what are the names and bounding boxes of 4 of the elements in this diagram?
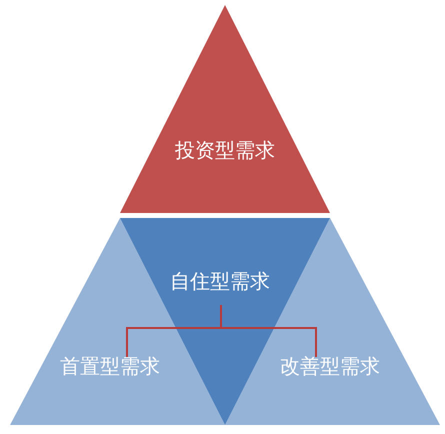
triangle-label: 改善型需求: [280, 354, 380, 378]
triangle-label: 自住型需求: [170, 269, 270, 293]
triangle-label: 首置型需求: [60, 354, 160, 378]
triangle-label: 投资型需求: [175, 138, 275, 162]
